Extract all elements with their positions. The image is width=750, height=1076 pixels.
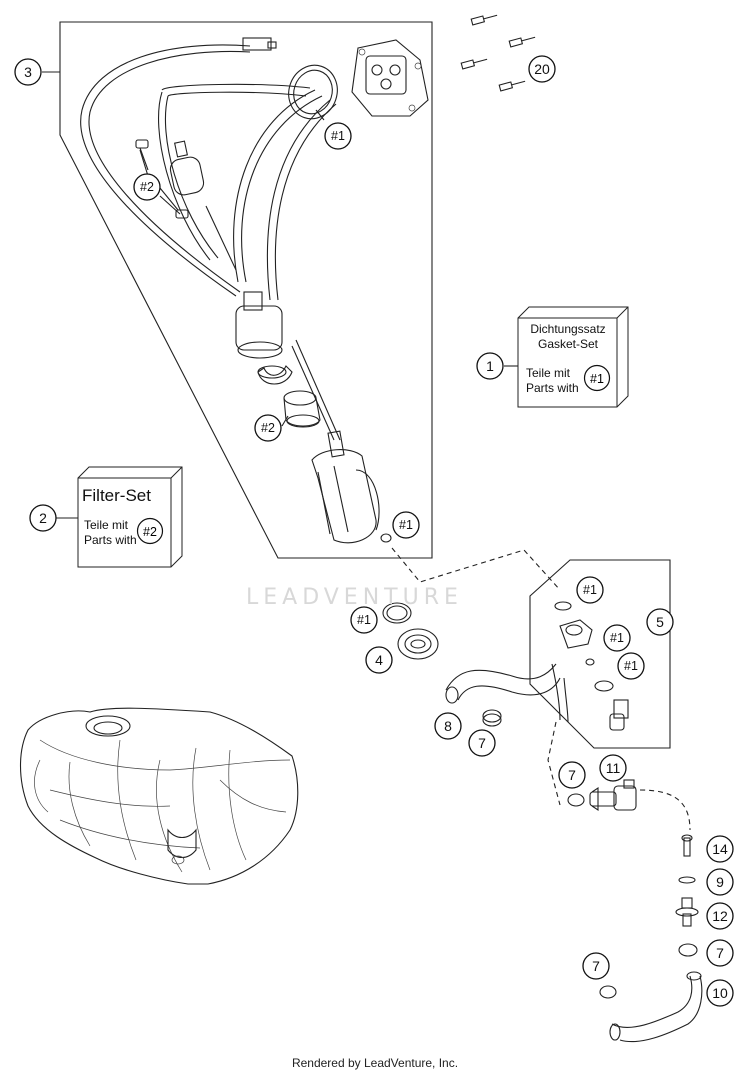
svg-text:7: 7	[568, 767, 576, 783]
quick-connector-parts	[554, 601, 629, 731]
ref-2-filter-sleeve: #2	[254, 414, 282, 442]
svg-text:#1: #1	[583, 583, 597, 597]
hose-clamp-2	[567, 793, 585, 807]
svg-text:7: 7	[592, 958, 600, 974]
svg-text:7: 7	[478, 735, 486, 751]
grommet	[397, 628, 439, 660]
gasket-parts-en: Parts with	[526, 381, 579, 395]
callout-1: 1	[476, 352, 504, 380]
filter-parts-de: Teile mit	[84, 518, 129, 532]
fuel-tank	[20, 707, 299, 885]
pump-assembly-outline	[59, 21, 433, 559]
svg-text:11: 11	[606, 760, 621, 776]
gasket-ref-badge: #1	[583, 364, 611, 392]
callout-4: 4	[365, 646, 393, 674]
callout-7-c: 7	[706, 939, 734, 967]
ref-1-connector-top: #1	[576, 576, 604, 604]
filter-ref-badge: #2	[136, 517, 164, 545]
ref-1-seal-ring: #1	[350, 606, 378, 634]
suction-tube	[295, 339, 341, 441]
callout-3: 3	[14, 58, 42, 86]
svg-text:#1: #1	[610, 631, 624, 645]
filter-title: Filter-Set	[82, 486, 151, 505]
inline-filter	[135, 139, 237, 271]
svg-text:3: 3	[24, 64, 32, 80]
svg-text:#2: #2	[143, 525, 157, 539]
svg-text:#1: #1	[331, 129, 345, 143]
svg-text:8: 8	[444, 718, 452, 734]
pump-module	[235, 291, 293, 385]
pump-flange	[351, 39, 429, 117]
filter-parts-en: Parts with	[84, 533, 137, 547]
svg-text:4: 4	[375, 652, 383, 668]
filter-box-shape	[77, 466, 183, 568]
ref-1-connector-low: #1	[617, 652, 645, 680]
svg-text:1: 1	[486, 358, 494, 374]
svg-text:#2: #2	[261, 421, 275, 435]
o-ring	[678, 876, 696, 884]
callout-12: 12	[706, 902, 734, 930]
ref-1-connector-mid: #1	[603, 624, 631, 652]
svg-text:10: 10	[712, 985, 728, 1001]
connection-lines	[391, 547, 691, 831]
callout-8: 8	[434, 712, 462, 740]
gasket-title-en: Gasket-Set	[537, 337, 599, 351]
hose-clamp	[482, 709, 502, 727]
watermark: LEADVENTURE	[246, 585, 463, 610]
screws	[460, 14, 536, 92]
callout-5: 5	[646, 608, 674, 636]
gasket-title-de: Dichtungssatz	[530, 322, 606, 336]
svg-text:#1: #1	[399, 518, 413, 532]
fuel-hose-8	[445, 663, 569, 723]
ref-1-flange-seal: #1	[324, 122, 352, 150]
callout-7-b: 7	[558, 761, 586, 789]
svg-text:#1: #1	[357, 613, 371, 627]
callout-20: 20	[528, 55, 556, 83]
callout-9: 9	[706, 868, 734, 896]
fuel-hose-10	[609, 971, 703, 1043]
footer-credit: Rendered by LeadVenture, Inc.	[291, 1056, 459, 1070]
svg-text:20: 20	[534, 61, 550, 77]
svg-text:9: 9	[716, 874, 724, 890]
fuel-pump	[311, 430, 392, 544]
gasket-parts-de: Teile mit	[526, 366, 571, 380]
ref-1-pump-ring: #1	[392, 511, 420, 539]
svg-text:2: 2	[39, 510, 47, 526]
svg-text:5: 5	[656, 614, 664, 630]
callout-10: 10	[706, 979, 734, 1007]
tank-fitting	[675, 897, 699, 927]
svg-text:#2: #2	[140, 180, 154, 194]
svg-text:14: 14	[712, 841, 728, 857]
wiring-harness	[80, 37, 337, 301]
seal-ring	[382, 602, 412, 624]
flange-seal-ring	[288, 64, 338, 120]
svg-text:#1: #1	[590, 372, 604, 386]
svg-text:#1: #1	[624, 659, 638, 673]
callout-7-a: 7	[468, 729, 496, 757]
quick-coupling	[589, 779, 637, 812]
callout-11: 11	[599, 754, 627, 782]
svg-text:7: 7	[716, 945, 724, 961]
connector-group-outline	[529, 559, 671, 749]
hose-clamp-4	[599, 985, 617, 999]
leader-lines	[56, 109, 518, 519]
svg-text:12: 12	[712, 908, 728, 924]
hose-clamp-3	[678, 943, 698, 957]
callout-2: 2	[29, 504, 57, 532]
ref-2-filter-clips: #2	[133, 173, 161, 201]
bolt	[681, 834, 693, 857]
callout-14: 14	[706, 835, 734, 863]
callout-7-d: 7	[582, 952, 610, 980]
